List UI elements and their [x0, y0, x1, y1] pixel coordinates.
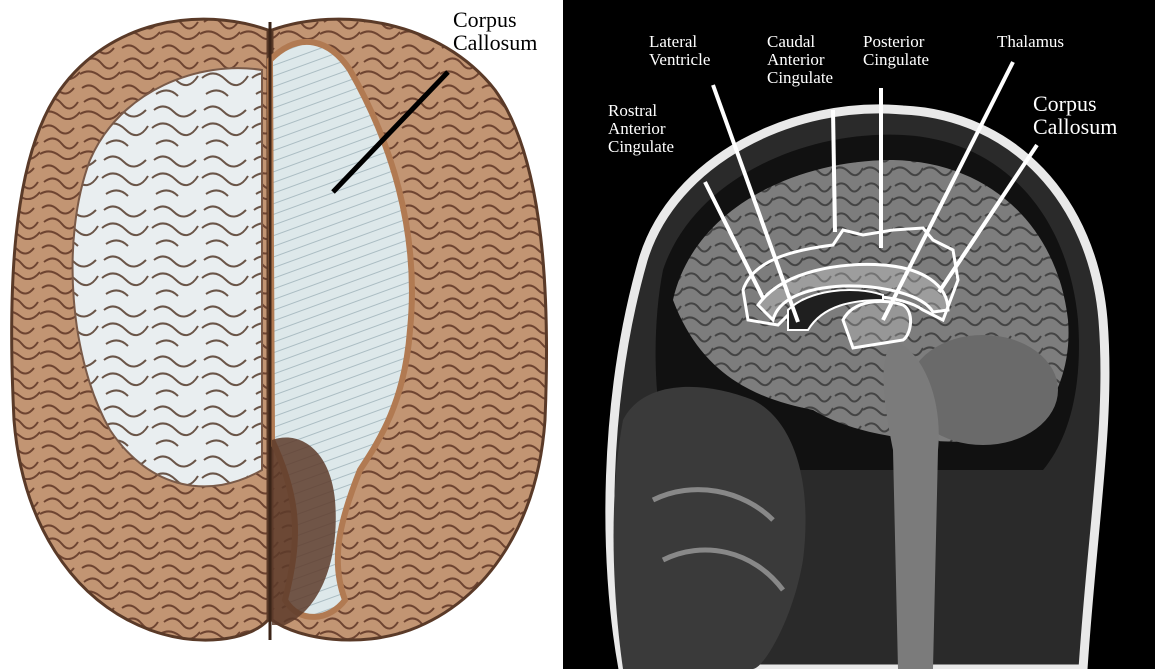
label-corpus-callosum-right: Corpus Callosum: [1033, 92, 1117, 138]
label-lateral-ventricle: Lateral Ventricle: [649, 33, 710, 69]
label-rostral-anterior-cingulate: Rostral Anterior Cingulate: [608, 102, 674, 156]
mri-panel: Rostral Anterior Cingulate Lateral Ventr…: [563, 0, 1155, 669]
label-posterior-cingulate: Posterior Cingulate: [863, 33, 929, 69]
brain-illustration-panel: Corpus Callosum: [0, 0, 563, 669]
face-region: [614, 387, 806, 669]
label-caudal-anterior-cingulate: Caudal Anterior Cingulate: [767, 33, 833, 87]
label-thalamus: Thalamus: [997, 33, 1064, 51]
pointer-caudal-anterior-cingulate: [833, 110, 835, 232]
brain-illustration: [0, 0, 563, 669]
label-corpus-callosum-left: Corpus Callosum: [453, 8, 537, 54]
thalamus-outline: [843, 301, 911, 348]
